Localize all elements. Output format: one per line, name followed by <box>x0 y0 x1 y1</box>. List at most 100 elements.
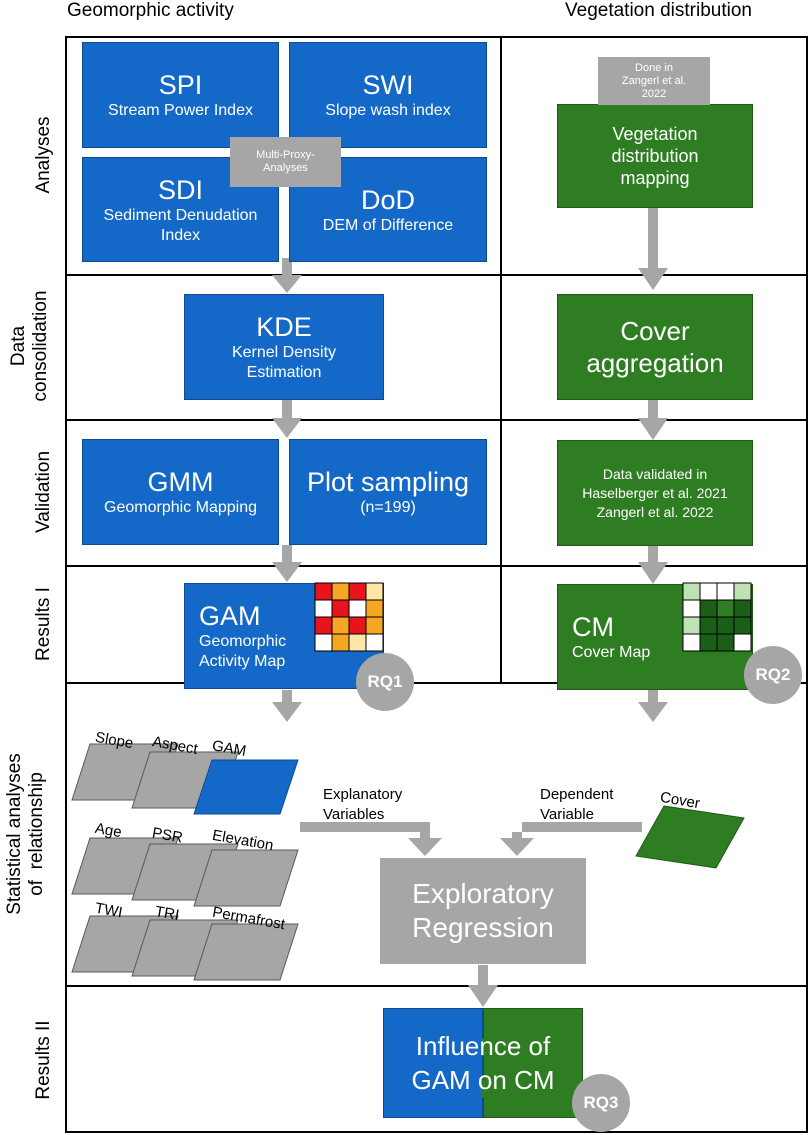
cm-grid-cell <box>682 582 701 601</box>
arrow-dependent <box>500 822 642 856</box>
influence-text: Influence of GAM on CM <box>411 1031 555 1095</box>
gam-grid-cell <box>331 633 350 652</box>
rq3-badge: RQ3 <box>572 1074 630 1132</box>
gam-grid-cell <box>365 616 384 635</box>
gmm-subtitle: Geomorphic Mapping <box>104 499 257 516</box>
kde-box: KDE Kernel Density Estimation <box>184 294 384 400</box>
gam-grid-cell <box>314 582 333 601</box>
cm-grid-cell <box>699 616 718 635</box>
cm-grid-cell <box>733 633 752 652</box>
plot-sampling-subtitle: (n=199) <box>360 499 416 516</box>
gam-grid-cell <box>348 633 367 652</box>
kde-subtitle: Kernel Density Estimation <box>231 344 337 381</box>
gam-grid-cell <box>365 582 384 601</box>
spi-subtitle: Stream Power Index <box>108 102 253 119</box>
gam-grid-cell <box>331 616 350 635</box>
gam-grid-cell <box>348 582 367 601</box>
spi-box: SPI Stream Power Index <box>82 42 279 148</box>
cm-grid-cell <box>682 599 701 618</box>
arrow-validation-to-cm <box>638 546 668 584</box>
cover-aggregation-box: Cover aggregation <box>557 294 753 400</box>
gam-grid-cell <box>331 599 350 618</box>
column-header-vegetation: Vegetation distribution <box>565 0 752 21</box>
row-divider-1 <box>65 274 808 276</box>
data-validated-box: Data validated in Haselberger et al. 202… <box>557 440 753 546</box>
row-divider-2 <box>65 419 808 421</box>
gam-grid-cell <box>365 633 384 652</box>
gam-grid-cell <box>348 599 367 618</box>
column-divider <box>500 36 502 684</box>
gmm-title: GMM <box>147 467 214 497</box>
cm-title: CM <box>572 612 614 642</box>
row-divider-3 <box>65 565 808 567</box>
cm-grid-cell <box>699 582 718 601</box>
cm-grid-cell <box>699 599 718 618</box>
arrow-explanatory <box>300 822 442 856</box>
cm-grid-cell <box>733 599 752 618</box>
done-in-box: Done in Zangerl et al. 2022 <box>598 57 710 105</box>
swi-subtitle: Slope wash index <box>325 102 451 119</box>
column-header-geomorphic: Geomorphic activity <box>67 0 234 21</box>
rq2-badge: RQ2 <box>744 646 802 704</box>
cm-grid-cells <box>682 582 752 652</box>
plot-sampling-title: Plot sampling <box>306 467 470 497</box>
cm-grid-cell <box>733 582 752 601</box>
gam-grid-cell <box>314 633 333 652</box>
arrow-analyses-to-kde <box>272 258 302 293</box>
row-divider-5 <box>65 985 808 987</box>
gam-grid-cell <box>365 599 384 618</box>
dependent-variable-label: Dependent Variable <box>540 786 614 823</box>
exploratory-regression-box: Exploratory Regression <box>380 858 586 964</box>
rq1-badge: RQ1 <box>356 653 414 711</box>
gmm-box: GMM Geomorphic Mapping <box>82 439 279 545</box>
arrow-cm-to-stats <box>638 690 668 722</box>
plot-sampling-box: Plot sampling (n=199) <box>289 439 487 545</box>
influence-green-half <box>483 1008 583 1118</box>
multi-proxy-box: Multi-Proxy- Analyses <box>230 137 341 187</box>
influence-box: Influence of GAM on CM <box>383 1008 583 1118</box>
sdi-title: SDI <box>157 174 203 205</box>
gam-grid-cell <box>314 599 333 618</box>
explanatory-variables-label: Explanatory Variables <box>323 786 403 823</box>
cm-grid-cell <box>699 633 718 652</box>
arrow-kde-to-validation <box>272 400 302 438</box>
vegetation-mapping-box: Vegetation distribution mapping <box>557 104 753 208</box>
cm-subtitle: Cover Map <box>572 644 651 661</box>
arrow-cover-to-validation <box>638 400 668 440</box>
cm-grid-cell <box>716 616 735 635</box>
cm-grid-cell <box>682 616 701 635</box>
diagram-frame <box>65 36 808 1133</box>
gam-grid-cells <box>314 582 384 652</box>
arrow-regression-to-influence <box>468 965 498 1007</box>
layer-elevation-shape <box>193 849 299 907</box>
spi-title: SPI <box>158 70 203 100</box>
kde-title: KDE <box>256 312 312 342</box>
arrow-validation-to-gam <box>272 545 302 582</box>
sdi-subtitle: Sediment Denudation Index <box>103 206 258 244</box>
influence-blue-half <box>383 1008 483 1118</box>
arrow-gam-to-stats <box>272 690 302 722</box>
gam-grid-cell <box>348 616 367 635</box>
gam-title: GAM <box>199 601 261 631</box>
arrow-vegmap-to-cover <box>638 208 668 290</box>
layer-gam-shape <box>193 759 299 815</box>
swi-box: SWI Slope wash index <box>289 42 487 148</box>
cm-grid-cell <box>716 582 735 601</box>
gam-grid-cell <box>331 582 350 601</box>
layer-cover-shape <box>635 805 745 869</box>
dod-title: DoD <box>360 184 415 215</box>
gam-grid-cell <box>314 616 333 635</box>
cm-grid-cell <box>716 633 735 652</box>
swi-title: SWI <box>362 70 414 100</box>
influence-notch-top <box>481 1038 505 1056</box>
influence-notch-bottom <box>481 1080 505 1098</box>
dod-subtitle: DEM of Difference <box>322 216 454 234</box>
cm-grid-cell <box>716 599 735 618</box>
row-divider-4 <box>65 682 808 684</box>
layer-permafrost-shape <box>193 923 299 981</box>
cm-grid-cell <box>682 633 701 652</box>
cm-grid-cell <box>733 616 752 635</box>
gam-subtitle: Geomorphic Activity Map <box>199 633 287 670</box>
